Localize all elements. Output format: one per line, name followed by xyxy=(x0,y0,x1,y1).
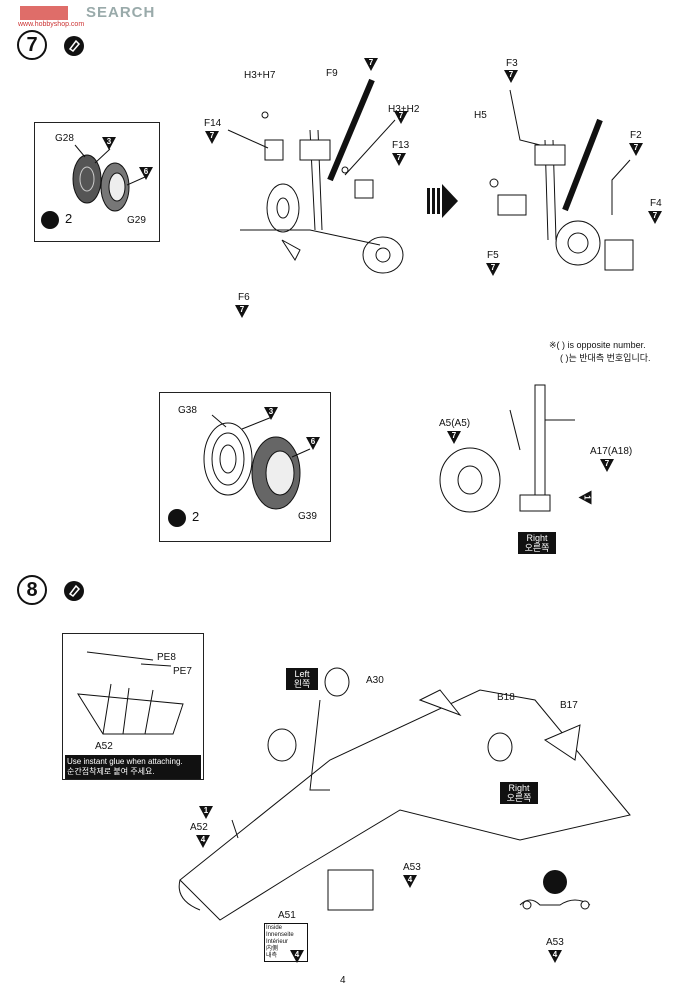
photo-etch-inset-box: PE8 PE7 A52 Use instant glue when attach… xyxy=(62,633,204,780)
paint-marker-3: 3 xyxy=(102,137,116,150)
part-label-f5: F5 xyxy=(487,250,499,261)
paint-marker-7d: 7 xyxy=(392,153,406,166)
step-8-number: 8 xyxy=(17,575,47,605)
paint-marker-6b: 6 xyxy=(306,437,320,450)
part-label-a5: A5(A5) xyxy=(439,418,471,429)
part-label-a52: A52 xyxy=(190,822,208,833)
paint-marker-4c: 4 xyxy=(290,950,304,963)
quantity-icon-2 xyxy=(168,509,186,527)
watermark-brand: SEARCH xyxy=(86,4,156,21)
paint-marker-7h: 7 xyxy=(648,211,662,224)
paint-marker-7j: 7 xyxy=(447,431,461,444)
paint-marker-7f: 7 xyxy=(504,70,518,83)
paint-marker-4d: 4 xyxy=(548,950,562,963)
part-label-a53-bottom: A53 xyxy=(546,937,564,948)
opposite-number-note: ※( ) is opposite number. xyxy=(549,340,646,350)
part-label-f14: F14 xyxy=(204,118,222,129)
paint-marker-3b: 3 xyxy=(264,407,278,420)
part-label-a17: A17(A18) xyxy=(590,446,633,457)
part-label-pe7: PE7 xyxy=(173,666,192,677)
part-label-h5: H5 xyxy=(474,110,487,121)
part-label-f4: F4 xyxy=(650,198,662,209)
part-label-h3h7: H3+H7 xyxy=(244,70,276,81)
part-label-a52-inset: A52 xyxy=(95,741,113,752)
cement-glue-icon xyxy=(64,36,84,56)
wheel-assembly-box-2: G38 3 6 G39 2 xyxy=(159,392,331,542)
wheel-assembly-box-1: G28 3 6 G29 2 xyxy=(34,122,160,242)
paint-marker-7c: 7 xyxy=(394,111,408,124)
part-label-f9: F9 xyxy=(326,68,338,79)
part-label-g28: G28 xyxy=(55,133,74,144)
paint-marker-4b: 4 xyxy=(403,875,417,888)
watermark-site: www.hobbyshop.com xyxy=(18,21,85,28)
part-label-b18: B18 xyxy=(497,692,515,703)
paint-marker-7i: 7 xyxy=(486,263,500,276)
step-7-number: 7 xyxy=(17,30,47,60)
part-label-a30: A30 xyxy=(366,675,384,686)
opposite-number-note-kr: ( )는 반대측 번호입니다. xyxy=(560,353,651,363)
part-label-g38: G38 xyxy=(178,405,197,416)
part-label-g39: G39 xyxy=(298,511,317,522)
page-number: 4 xyxy=(340,975,346,986)
paint-marker-7g: 7 xyxy=(629,143,643,156)
part-label-b17: B17 xyxy=(560,700,578,711)
paint-marker-6: 6 xyxy=(139,167,153,180)
paint-marker-7k: 7 xyxy=(600,459,614,472)
part-label-pe8: PE8 xyxy=(157,652,176,663)
wheel-halves-drawing xyxy=(72,144,146,212)
part-label-f6: F6 xyxy=(238,292,250,303)
paint-marker-1-step8: 1 xyxy=(199,806,213,819)
cement-glue-icon-8 xyxy=(64,581,84,601)
quantity-icon xyxy=(41,211,59,229)
part-label-a51: A51 xyxy=(278,910,296,921)
part-label-a53: A53 xyxy=(403,862,421,873)
paint-marker-7a: 7 xyxy=(364,58,378,71)
inset-drawing xyxy=(77,651,184,735)
paint-marker-4a: 4 xyxy=(196,835,210,848)
part-label-f2: F2 xyxy=(630,130,642,141)
part-label-f3: F3 xyxy=(506,58,518,69)
part-label-f13: F13 xyxy=(392,140,410,151)
part-label-g29: G29 xyxy=(127,215,146,226)
paint-marker-7b: 7 xyxy=(205,131,219,144)
quantity-label: 2 xyxy=(65,211,73,226)
paint-marker-7e: 7 xyxy=(235,305,249,318)
instant-glue-warning: Use instant glue when attaching. 순간접착제로 … xyxy=(65,755,201,779)
inside-marker-box: Inside Innenseite Intérieur 内側 내측 xyxy=(264,923,308,962)
part-label-h3h2: H3+H2 xyxy=(388,104,420,115)
wheel-halves-drawing-2 xyxy=(203,414,311,510)
quantity-label-2: 2 xyxy=(192,509,200,524)
